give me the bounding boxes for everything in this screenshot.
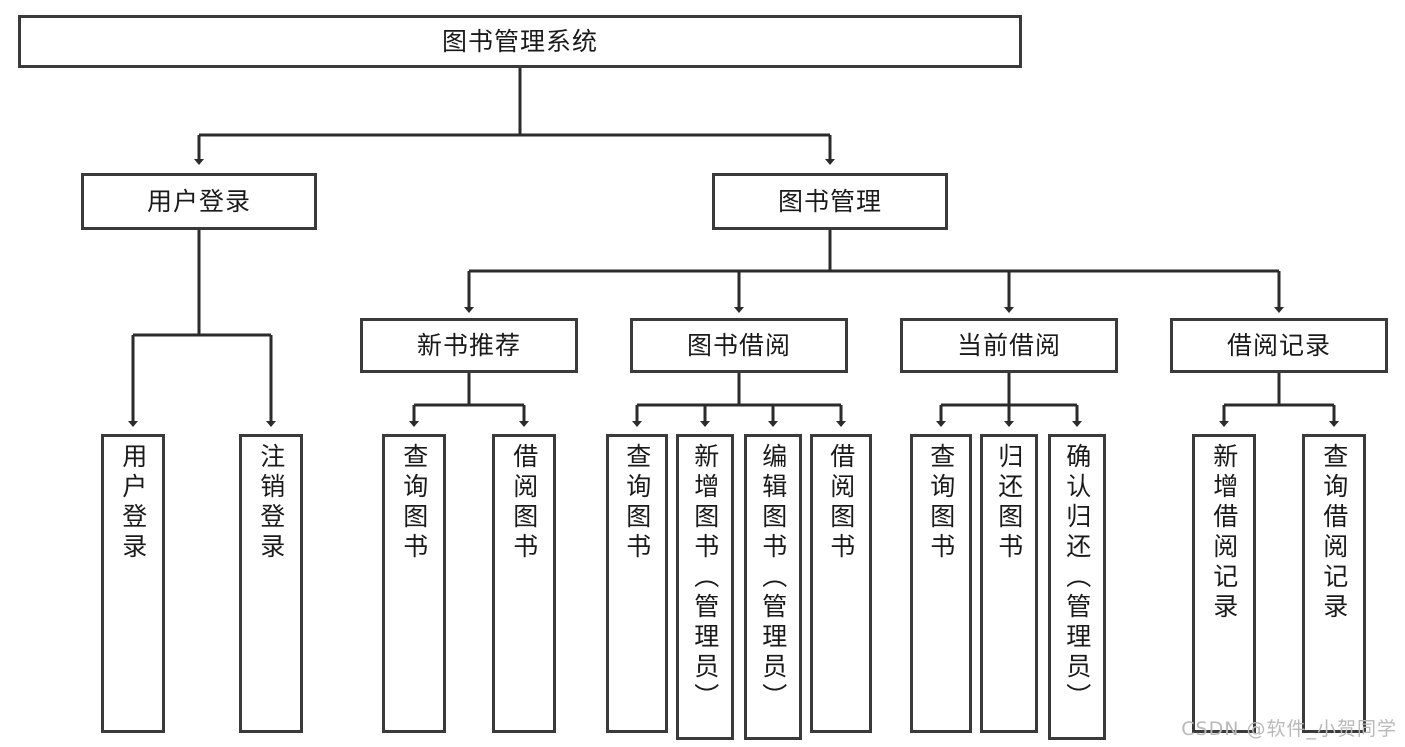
node-leaf-query-book-2[interactable]: 查询图书 bbox=[606, 434, 668, 733]
node-root-system-label: 图书管理系统 bbox=[441, 26, 598, 56]
node-leaf-logout-login-label: 注销登录 bbox=[256, 443, 286, 563]
node-leaf-query-book-3-label: 查询图书 bbox=[926, 443, 956, 563]
node-leaf-edit-book-label: 编辑图书（管理员） bbox=[758, 443, 788, 713]
node-borrow-record[interactable]: 借阅记录 bbox=[1170, 318, 1388, 373]
node-current-borrow-label: 当前借阅 bbox=[956, 330, 1061, 360]
node-new-book-recommend-label: 新书推荐 bbox=[416, 330, 521, 360]
node-user-login[interactable]: 用户登录 bbox=[81, 173, 317, 230]
node-leaf-query-book-3[interactable]: 查询图书 bbox=[910, 434, 972, 733]
node-leaf-query-book-1[interactable]: 查询图书 bbox=[382, 434, 446, 733]
node-leaf-add-book-label: 新增图书（管理员） bbox=[690, 443, 720, 713]
node-leaf-add-book[interactable]: 新增图书（管理员） bbox=[676, 434, 734, 740]
node-root-system[interactable]: 图书管理系统 bbox=[18, 15, 1022, 68]
node-leaf-user-login[interactable]: 用户登录 bbox=[101, 434, 165, 733]
node-leaf-query-book-1-label: 查询图书 bbox=[399, 443, 429, 563]
node-leaf-query-book-2-label: 查询图书 bbox=[622, 443, 652, 563]
node-leaf-query-record-label: 查询借阅记录 bbox=[1319, 443, 1349, 623]
node-leaf-borrow-book-1-label: 借阅图书 bbox=[509, 443, 539, 563]
node-leaf-edit-book[interactable]: 编辑图书（管理员） bbox=[744, 434, 802, 740]
node-leaf-user-login-label: 用户登录 bbox=[118, 443, 148, 563]
node-leaf-borrow-book-1[interactable]: 借阅图书 bbox=[492, 434, 556, 733]
node-current-borrow[interactable]: 当前借阅 bbox=[900, 318, 1118, 373]
node-leaf-borrow-book-2-label: 借阅图书 bbox=[826, 443, 856, 563]
node-user-login-label: 用户登录 bbox=[146, 186, 251, 216]
csdn-watermark: CSDN @软件_小贺同学 bbox=[1181, 718, 1397, 740]
node-leaf-borrow-book-2[interactable]: 借阅图书 bbox=[810, 434, 872, 733]
node-book-manage[interactable]: 图书管理 bbox=[712, 173, 948, 230]
node-leaf-confirm-return-label: 确认归还（管理员） bbox=[1062, 443, 1092, 713]
node-leaf-query-record[interactable]: 查询借阅记录 bbox=[1302, 434, 1366, 733]
node-borrow-record-label: 借阅记录 bbox=[1226, 330, 1331, 360]
node-leaf-confirm-return[interactable]: 确认归还（管理员） bbox=[1048, 434, 1106, 740]
node-book-borrow[interactable]: 图书借阅 bbox=[630, 318, 848, 373]
node-leaf-return-book[interactable]: 归还图书 bbox=[980, 434, 1038, 733]
node-leaf-add-record-label: 新增借阅记录 bbox=[1209, 443, 1239, 623]
node-new-book-recommend[interactable]: 新书推荐 bbox=[360, 318, 578, 373]
node-book-borrow-label: 图书借阅 bbox=[686, 330, 791, 360]
node-leaf-return-book-label: 归还图书 bbox=[994, 443, 1024, 563]
node-leaf-add-record[interactable]: 新增借阅记录 bbox=[1192, 434, 1256, 733]
node-leaf-logout-login[interactable]: 注销登录 bbox=[239, 434, 303, 733]
node-book-manage-label: 图书管理 bbox=[777, 186, 882, 216]
